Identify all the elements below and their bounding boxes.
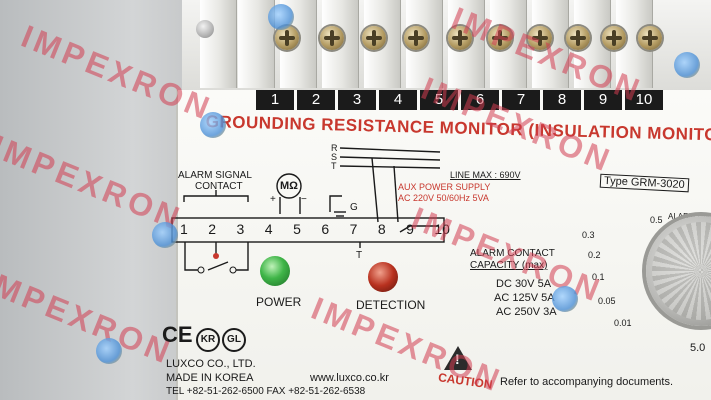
terminal-box-numbers: 1 2 3 4 5 6 7 8 9 10 bbox=[180, 221, 450, 237]
aux-power-spec: AC 220V 50/60Hz 5VA bbox=[398, 193, 489, 203]
t-line-label: T bbox=[331, 161, 337, 171]
terminal-number-strip: 1 2 3 4 5 6 7 8 9 10 bbox=[256, 90, 666, 110]
box-number: 7 bbox=[349, 221, 358, 237]
terminal-number: 8 bbox=[543, 90, 581, 110]
terminal-screw bbox=[404, 26, 428, 50]
box-number: 9 bbox=[406, 221, 414, 237]
terminal-number: 7 bbox=[502, 90, 540, 110]
box-number: 5 bbox=[293, 221, 301, 237]
capacity-subheading: CAPACITY (max) bbox=[470, 260, 548, 271]
megohm-symbol: MΩ bbox=[280, 180, 298, 192]
terminal-screw bbox=[448, 26, 472, 50]
maker-phone: TEL +82-51-262-6500 FAX +82-51-262-6538 bbox=[166, 386, 366, 397]
watermark-globe-icon bbox=[674, 52, 700, 78]
terminal-screw bbox=[362, 26, 386, 50]
box-number: 8 bbox=[377, 221, 386, 237]
dial-scale: 0.05 bbox=[598, 296, 616, 306]
terminal-screw bbox=[528, 26, 552, 50]
capacity-heading: ALARM CONTACT bbox=[470, 248, 555, 259]
watermark-globe-icon bbox=[268, 4, 294, 30]
line-max-label: LINE MAX : 690V bbox=[450, 170, 521, 180]
terminal-screw bbox=[320, 26, 344, 50]
terminal-number: 1 bbox=[256, 90, 294, 110]
box-number: 10 bbox=[434, 221, 450, 237]
terminal-number: 4 bbox=[379, 90, 417, 110]
terminal-number: 5 bbox=[420, 90, 458, 110]
box-number: 2 bbox=[208, 221, 217, 237]
gl-mark: GL bbox=[222, 328, 246, 352]
power-led bbox=[260, 256, 290, 286]
terminal-number: 6 bbox=[461, 90, 499, 110]
t-label: T bbox=[356, 250, 363, 261]
terminal-screw bbox=[638, 26, 662, 50]
dial-scale: 0.2 bbox=[588, 250, 601, 260]
ground-label: G bbox=[350, 202, 358, 213]
box-number: 6 bbox=[321, 221, 330, 237]
terminal-number: 10 bbox=[625, 90, 663, 110]
s-label: S bbox=[331, 152, 338, 162]
terminal-screw bbox=[602, 26, 626, 50]
detection-label: DETECTION bbox=[356, 298, 426, 312]
terminal-fin bbox=[200, 0, 237, 88]
dial-scale: 0.1 bbox=[592, 272, 605, 282]
watermark-globe-icon bbox=[552, 286, 578, 312]
caution-note: Refer to accompanying documents. bbox=[500, 376, 674, 388]
box-number: 1 bbox=[180, 221, 188, 237]
maker-website: www.luxco.co.kr bbox=[310, 372, 389, 384]
detection-led bbox=[368, 262, 398, 292]
terminal-screw bbox=[566, 26, 590, 50]
terminal-number: 2 bbox=[297, 90, 335, 110]
aux-power-label: AUX POWER SUPPLY bbox=[398, 182, 491, 192]
dial-scale: 0.3 bbox=[582, 230, 595, 240]
terminal-number: 3 bbox=[338, 90, 376, 110]
power-label: POWER bbox=[256, 295, 302, 309]
kr-mark: KR bbox=[196, 328, 220, 352]
device-housing bbox=[0, 0, 190, 400]
ce-mark: CE bbox=[162, 322, 193, 347]
maker-name: LUXCO CO., LTD. bbox=[166, 358, 256, 370]
capacity-row: AC 125V 5A bbox=[494, 292, 555, 304]
warning-icon bbox=[444, 346, 472, 370]
alarm-signal-label: ALARM SIGNAL bbox=[178, 170, 252, 181]
dial-scale: 0.5 bbox=[650, 215, 663, 225]
capacity-row: AC 250V 3A bbox=[496, 306, 557, 318]
box-number: 4 bbox=[264, 221, 273, 237]
alarm-contact-label: CONTACT bbox=[195, 181, 243, 192]
terminal-number: 9 bbox=[584, 90, 622, 110]
maker-origin: MADE IN KOREA bbox=[166, 372, 254, 384]
box-number: 3 bbox=[236, 221, 245, 237]
plus-sign: + bbox=[270, 194, 276, 205]
watermark-globe-icon bbox=[200, 112, 226, 138]
minus-sign: − bbox=[301, 194, 307, 205]
terminal-block bbox=[182, 0, 711, 94]
dial-scale: 5.0 bbox=[690, 342, 706, 354]
terminal-screw bbox=[488, 26, 512, 50]
watermark-globe-icon bbox=[96, 338, 122, 364]
dial-scale: 0.01 bbox=[614, 318, 632, 328]
capacity-row: DC 30V 5A bbox=[496, 278, 552, 290]
r-label: R bbox=[331, 143, 338, 153]
watermark-globe-icon bbox=[152, 222, 178, 248]
terminal-screw bbox=[275, 26, 299, 50]
mounting-screw bbox=[196, 20, 214, 38]
